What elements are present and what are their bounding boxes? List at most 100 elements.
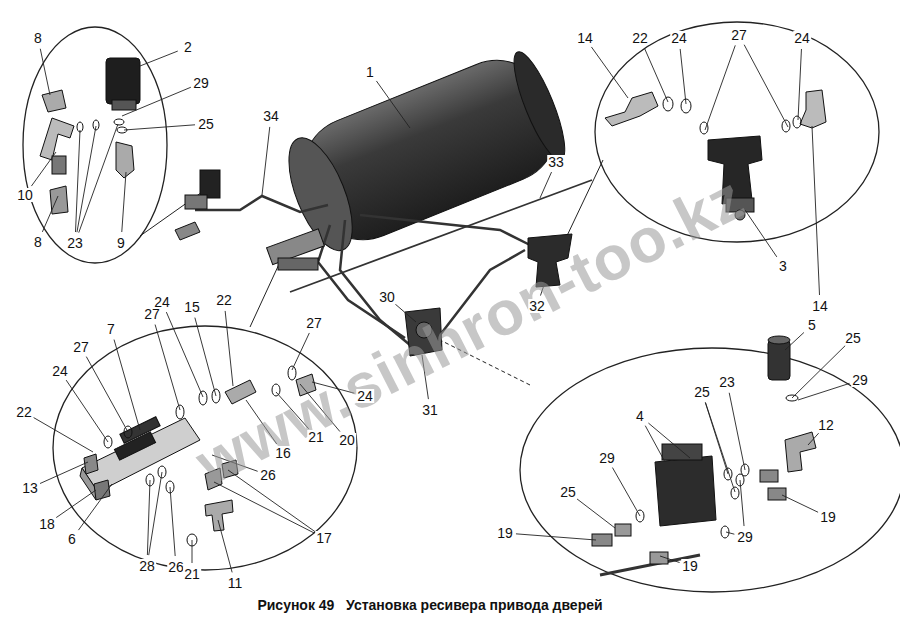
callout-number: 6: [67, 532, 77, 546]
callout-number: 31: [421, 403, 439, 417]
drawing-shape: [31, 45, 849, 573]
callout-number: 25: [693, 385, 711, 399]
leader-line: [812, 126, 820, 295]
leader-line: [225, 311, 233, 386]
callout-number: 3: [778, 259, 788, 273]
callout-number: 12: [817, 418, 835, 432]
leader-line: [798, 383, 850, 400]
drawing-shape: [785, 432, 816, 472]
drawing-shape: [636, 395, 798, 538]
drawing-shape: [23, 27, 167, 263]
leader-line: [644, 48, 668, 102]
drawing-shape: [275, 43, 575, 261]
drawing-shape: [520, 348, 900, 592]
callout-number: 19: [819, 510, 837, 524]
drawing-shape: [592, 336, 816, 575]
drawing-shape: [360, 215, 530, 245]
leader-line: [140, 51, 178, 66]
leader-line: [577, 499, 615, 528]
drawing-shape: [84, 454, 98, 474]
leader-line: [516, 534, 596, 540]
callout-number: 25: [559, 485, 577, 499]
leader-line: [645, 426, 665, 462]
callout-number: 7: [106, 322, 116, 336]
drawing-shape: [42, 90, 66, 112]
callout-number: 27: [143, 307, 161, 321]
callout-number: 8: [33, 235, 43, 249]
callout-number: 27: [730, 28, 748, 42]
callout-number: 26: [259, 468, 277, 482]
drawing-shape: [768, 340, 790, 380]
drawing-shape: [605, 92, 658, 126]
callout-number: 29: [598, 451, 616, 465]
leader-line: [540, 172, 552, 198]
callout-number: 24: [793, 31, 811, 45]
leader-line: [42, 196, 58, 232]
drawing-shape: [655, 456, 716, 526]
leader-line: [792, 346, 845, 398]
leader-line: [78, 484, 112, 530]
leader-line: [192, 540, 193, 563]
callout-number: 28: [138, 559, 156, 573]
drawing-shape: [768, 336, 790, 344]
callout-number: 5: [807, 318, 817, 332]
leader-line: [744, 45, 788, 127]
callout-number: 27: [72, 340, 90, 354]
leader-line: [86, 357, 128, 432]
drawing-shape: [205, 500, 233, 531]
leader-line: [122, 172, 126, 232]
callout-number: 24: [51, 364, 69, 378]
callout-number: 29: [851, 373, 869, 387]
drawing-shape: [23, 22, 900, 592]
drawing-shape: [77, 119, 127, 133]
callout-number: 22: [215, 293, 233, 307]
drawing-shape: [114, 119, 124, 125]
leader-line: [124, 125, 195, 130]
callout-number: 21: [183, 567, 201, 581]
drawing-shape: [793, 116, 801, 128]
leader-line: [740, 480, 744, 526]
leader-line: [166, 312, 203, 397]
leader-line: [170, 487, 175, 556]
leader-line: [798, 49, 801, 120]
leader-line: [79, 124, 118, 233]
callout-number: 33: [547, 155, 565, 169]
callout-number: 21: [307, 430, 325, 444]
drawing-shape: [731, 487, 739, 499]
callout-number: 4: [635, 409, 645, 423]
leader-line: [808, 433, 819, 445]
callout-number: 30: [378, 290, 396, 304]
callout-number: 18: [38, 517, 56, 531]
callout-number: 1: [365, 65, 375, 79]
drawing-shape: [760, 470, 778, 482]
leader-line: [648, 423, 690, 458]
callout-number: 32: [528, 299, 546, 313]
callout-number: 29: [736, 530, 754, 544]
callout-number: 26: [167, 560, 185, 574]
leader-line: [726, 532, 734, 534]
watermark: www.sinhron-too.kz: [185, 161, 756, 499]
leader-line: [155, 325, 180, 410]
callout-number: 17: [315, 531, 333, 545]
drawing-shape: [800, 90, 826, 128]
leader-line: [785, 332, 804, 350]
drawing-shape: [106, 58, 140, 104]
drawing-shape: [768, 488, 786, 500]
callout-number: 8: [33, 31, 43, 45]
leader-line: [729, 393, 745, 470]
callout-number: 15: [183, 300, 201, 314]
callout-number: 23: [718, 375, 736, 389]
callout-number: 16: [274, 446, 292, 460]
figure-caption: Рисунок 49 Установка ресивера привода дв…: [257, 597, 602, 613]
callout-number: 11: [227, 576, 244, 590]
drawing-shape: [278, 258, 318, 270]
drawing-shape: [318, 225, 405, 338]
callout-number: 14: [576, 31, 594, 45]
leader-line: [612, 468, 640, 516]
drawing-shape: [116, 142, 134, 178]
leader-line: [122, 87, 191, 116]
callout-number: 10: [16, 188, 34, 202]
callout-number: 9: [116, 236, 126, 250]
drawing-shape: [250, 262, 280, 327]
